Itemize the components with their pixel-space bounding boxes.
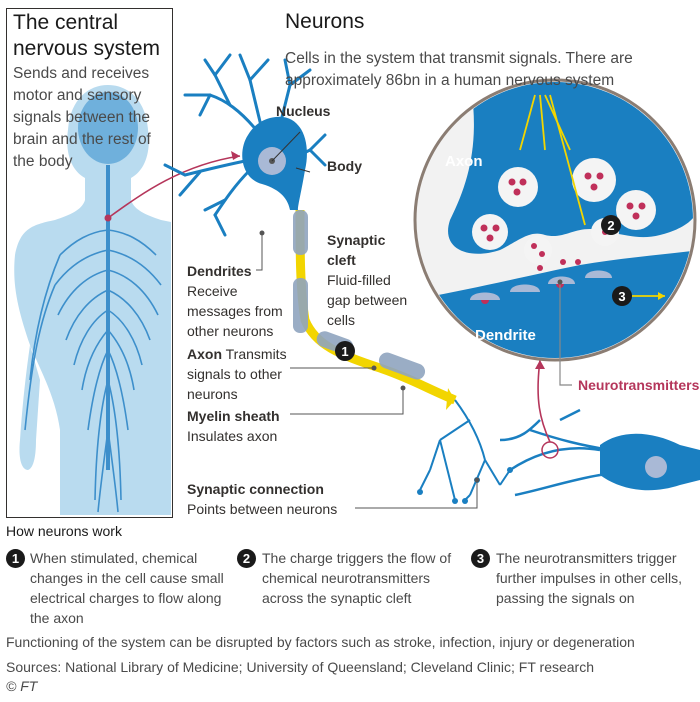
step-3: 3 The neurotransmitters trigger further … (471, 548, 696, 608)
neurons-title: Neurons (285, 10, 365, 33)
step-1-number: 1 (6, 549, 25, 568)
myelin-title: Myelin sheath (187, 408, 280, 424)
inset-step-2-marker: 2 (607, 218, 614, 233)
body-label: Body (327, 158, 362, 174)
synapse-inset: 2 3 Axon Dendrite (413, 78, 697, 362)
footer-credit: © FT (6, 678, 38, 694)
synaptic-connection-title: Synaptic connection (187, 481, 324, 497)
step-2-number: 2 (237, 549, 256, 568)
dendrites-desc-2: messages from (187, 303, 283, 319)
footer-note: Functioning of the system can be disrupt… (6, 634, 635, 650)
step-1: 1 When stimulated, chemical changes in t… (6, 548, 231, 628)
synaptic-cleft-line-1: Synaptic (327, 232, 386, 248)
dendrites-label: Dendrites Receive messages from other ne… (187, 261, 283, 341)
fluid-line-2: gap between (327, 292, 408, 308)
dendrites-desc-1: Receive (187, 283, 238, 299)
myelin-label: Myelin sheath Insulates axon (187, 406, 280, 446)
footer-sources: Sources: National Library of Medicine; U… (6, 659, 595, 675)
axon (293, 209, 457, 410)
axon-desc-1: Transmits (225, 346, 287, 362)
synaptic-cleft-line-2: cleft (327, 252, 356, 268)
neurons-subtitle: Cells in the system that transmit signal… (285, 50, 633, 89)
nucleus-label: Nucleus (276, 103, 331, 119)
cns-title: The central nervous system (13, 10, 160, 62)
step-3-text: The neurotransmitters trigger further im… (496, 550, 682, 606)
inset-step-3-marker: 3 (618, 289, 625, 304)
how-title: How neurons work (6, 523, 122, 539)
step-1-text: When stimulated, chemical changes in the… (30, 550, 224, 626)
dendrites-title: Dendrites (187, 263, 252, 279)
fluid-line-1: Fluid-filled (327, 272, 391, 288)
cns-subtitle: Sends and receives motor and sensory sig… (13, 65, 151, 170)
dendrites-desc-3: other neurons (187, 323, 274, 339)
human-body-figure (14, 85, 171, 515)
neurotransmitters-label: Neurotransmitters (578, 377, 700, 393)
step-2: 2 The charge triggers the flow of chemic… (237, 548, 462, 608)
step-3-number: 3 (471, 549, 490, 568)
inset-dendrite-label: Dendrite (475, 327, 536, 344)
inset-axon-label: Axon (445, 153, 483, 170)
myelin-desc: Insulates axon (187, 428, 278, 444)
axon-step-marker: 1 (341, 344, 348, 359)
synaptic-cleft-label: Synaptic cleft Fluid-filled gap between … (327, 230, 407, 330)
axon-label: Axon Transmits signals to other neurons (187, 344, 287, 404)
receiving-neuron (499, 359, 700, 497)
axon-desc-2: signals to other (187, 366, 282, 382)
synaptic-connection-label: Synaptic connection Points between neuro… (187, 479, 337, 519)
synaptic-connection-desc: Points between neurons (187, 501, 338, 517)
fluid-line-3: cells (327, 312, 356, 328)
axon-desc-3: neurons (187, 386, 238, 402)
cns-title-line-1: The central (13, 11, 119, 34)
cns-title-line-2: nervous system (13, 37, 161, 60)
axon-terminals (419, 399, 511, 501)
step-2-text: The charge triggers the flow of chemical… (262, 550, 452, 606)
axon-title: Axon (187, 346, 222, 362)
